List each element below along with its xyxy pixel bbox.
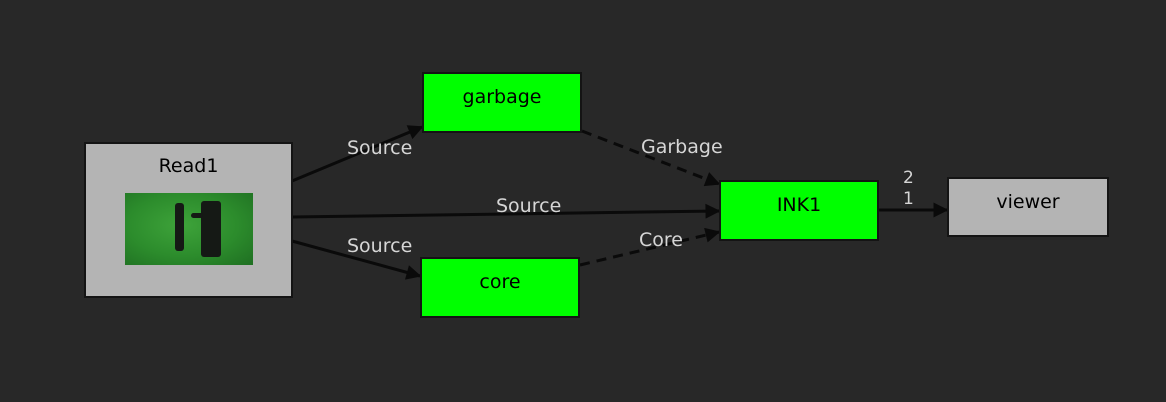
read-node[interactable]: Read1 (84, 142, 293, 298)
core-node-label: core (479, 271, 521, 293)
read-node-label: Read1 (158, 155, 219, 177)
edge-read-to-garbage[interactable] (291, 125, 424, 183)
viewer-port-1-label: 1 (903, 189, 914, 209)
ink-node[interactable]: INK1 (719, 180, 879, 241)
viewer-port-2-label: 2 (903, 168, 914, 188)
edge-label-core-ink: Core (639, 229, 683, 251)
edge-read-to-core[interactable] (291, 239, 422, 280)
viewer-node[interactable]: viewer (947, 177, 1109, 237)
figure-right (201, 201, 221, 257)
viewer-node-label: viewer (996, 191, 1060, 213)
edge-label-read-ink: Source (496, 195, 562, 217)
edge-garbage-to-ink[interactable] (581, 129, 721, 187)
figure-right-arm (191, 213, 203, 218)
garbage-node[interactable]: garbage (422, 72, 582, 133)
edge-core-to-ink[interactable] (579, 227, 721, 267)
edge-read-to-ink[interactable] (291, 203, 721, 219)
read-thumbnail (125, 193, 253, 265)
garbage-node-label: garbage (462, 86, 542, 108)
figure-left (175, 203, 184, 251)
core-node[interactable]: core (420, 257, 580, 318)
ink-node-label: INK1 (776, 194, 822, 216)
edge-label-read-garbage: Source (347, 137, 413, 159)
edge-label-garbage-ink: Garbage (641, 136, 723, 158)
edge-label-read-core: Source (347, 235, 413, 257)
